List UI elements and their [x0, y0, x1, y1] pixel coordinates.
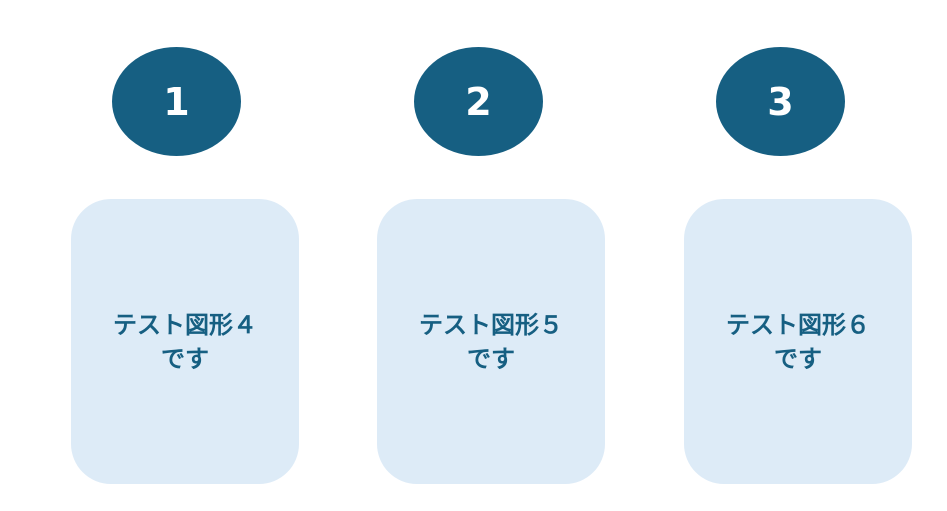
step-card-2-line-1: テスト図形５ — [419, 310, 563, 339]
step-card-1-line-1: テスト図形４ — [113, 310, 257, 339]
step-card-3: テスト図形６ です — [684, 199, 912, 484]
step-number-badge-3: 3 — [716, 47, 845, 156]
step-card-1-line-2: です — [161, 344, 209, 373]
step-card-2: テスト図形５ です — [377, 199, 605, 484]
step-number-badge-2: 2 — [414, 47, 543, 156]
step-number-2: 2 — [465, 79, 492, 124]
step-number-1: 1 — [163, 79, 190, 124]
step-number-3: 3 — [767, 79, 794, 124]
step-card-2-line-2: です — [467, 344, 515, 373]
step-card-3-line-2: です — [774, 344, 822, 373]
step-card-3-line-1: テスト図形６ — [726, 310, 870, 339]
step-card-1: テスト図形４ です — [71, 199, 299, 484]
step-number-badge-1: 1 — [112, 47, 241, 156]
